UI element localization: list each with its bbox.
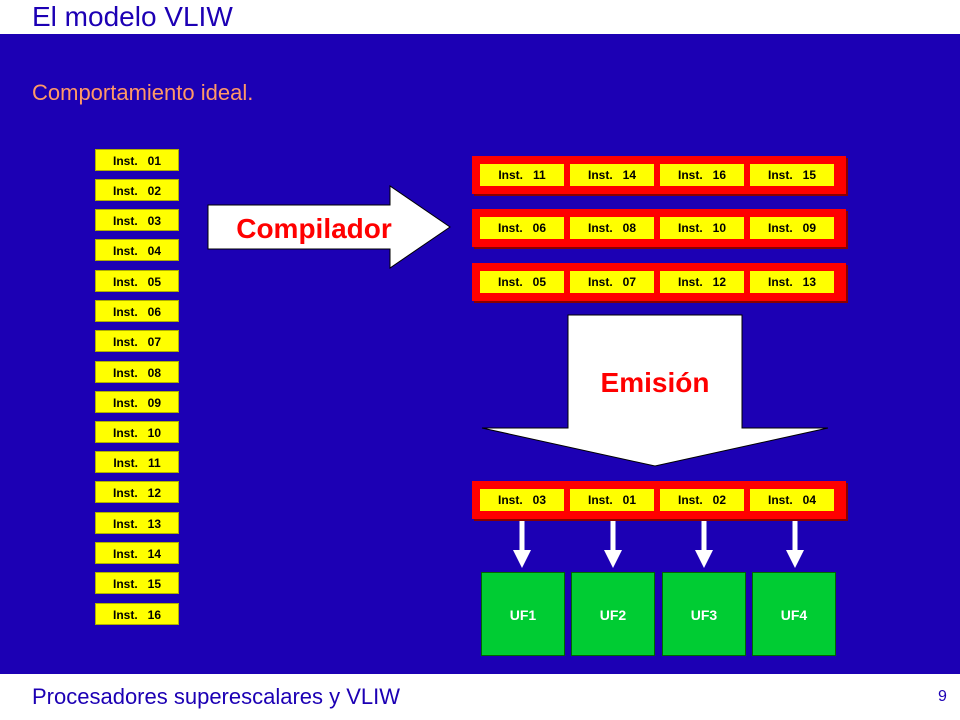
functional-unit: UF1 bbox=[481, 572, 565, 656]
instruction-box: Inst. 05 bbox=[95, 270, 179, 292]
functional-unit: UF3 bbox=[662, 572, 746, 656]
vliw-slot: Inst. 14 bbox=[570, 164, 654, 186]
vliw-slot: Inst. 10 bbox=[660, 217, 744, 239]
issued-slot: Inst. 02 bbox=[660, 489, 744, 511]
slide-subtitle: Comportamiento ideal. bbox=[32, 80, 254, 105]
vliw-slot: Inst. 15 bbox=[750, 164, 834, 186]
vliw-word-2: Inst. 06 Inst. 08 Inst. 10 Inst. 09 bbox=[472, 209, 846, 247]
instruction-box: Inst. 06 bbox=[95, 300, 179, 322]
slide-panel bbox=[0, 34, 960, 674]
page-number: 9 bbox=[938, 688, 947, 705]
vliw-word-3: Inst. 05 Inst. 07 Inst. 12 Inst. 13 bbox=[472, 263, 846, 301]
issue-arrow-3 bbox=[695, 519, 713, 568]
functional-unit: UF2 bbox=[571, 572, 655, 656]
instruction-box: Inst. 09 bbox=[95, 391, 179, 413]
instruction-box: Inst. 13 bbox=[95, 512, 179, 534]
instruction-box: Inst. 12 bbox=[95, 481, 179, 503]
vliw-word-1: Inst. 11 Inst. 14 Inst. 16 Inst. 15 bbox=[472, 156, 846, 194]
issue-arrow-4 bbox=[786, 519, 804, 568]
vliw-slot: Inst. 09 bbox=[750, 217, 834, 239]
instruction-box: Inst. 11 bbox=[95, 451, 179, 473]
footer-text: Procesadores superescalares y VLIW bbox=[32, 684, 401, 709]
issue-arrow-1 bbox=[513, 519, 531, 568]
issue-arrow-2 bbox=[604, 519, 622, 568]
instruction-box: Inst. 10 bbox=[95, 421, 179, 443]
instruction-box: Inst. 08 bbox=[95, 361, 179, 383]
instruction-box: Inst. 14 bbox=[95, 542, 179, 564]
slide-title: El modelo VLIW bbox=[32, 1, 233, 32]
compiler-arrow bbox=[207, 185, 451, 269]
vliw-slot: Inst. 06 bbox=[480, 217, 564, 239]
instruction-box: Inst. 01 bbox=[95, 149, 179, 171]
issued-word: Inst. 03 Inst. 01 Inst. 02 Inst. 04 bbox=[472, 481, 846, 519]
instruction-box: Inst. 16 bbox=[95, 603, 179, 625]
issued-slot: Inst. 04 bbox=[750, 489, 834, 511]
vliw-slot: Inst. 16 bbox=[660, 164, 744, 186]
instruction-box: Inst. 15 bbox=[95, 572, 179, 594]
instruction-box: Inst. 03 bbox=[95, 209, 179, 231]
vliw-slot: Inst. 11 bbox=[480, 164, 564, 186]
compiler-label: Compilador bbox=[236, 213, 392, 244]
instruction-box: Inst. 07 bbox=[95, 330, 179, 352]
functional-unit: UF4 bbox=[752, 572, 836, 656]
vliw-slot: Inst. 12 bbox=[660, 271, 744, 293]
issued-slot: Inst. 01 bbox=[570, 489, 654, 511]
instruction-box: Inst. 02 bbox=[95, 179, 179, 201]
emission-arrow bbox=[481, 314, 829, 467]
emission-label: Emisión bbox=[601, 367, 710, 398]
vliw-slot: Inst. 08 bbox=[570, 217, 654, 239]
issued-slot: Inst. 03 bbox=[480, 489, 564, 511]
vliw-slot: Inst. 05 bbox=[480, 271, 564, 293]
instruction-box: Inst. 04 bbox=[95, 239, 179, 261]
vliw-slot: Inst. 13 bbox=[750, 271, 834, 293]
vliw-slot: Inst. 07 bbox=[570, 271, 654, 293]
